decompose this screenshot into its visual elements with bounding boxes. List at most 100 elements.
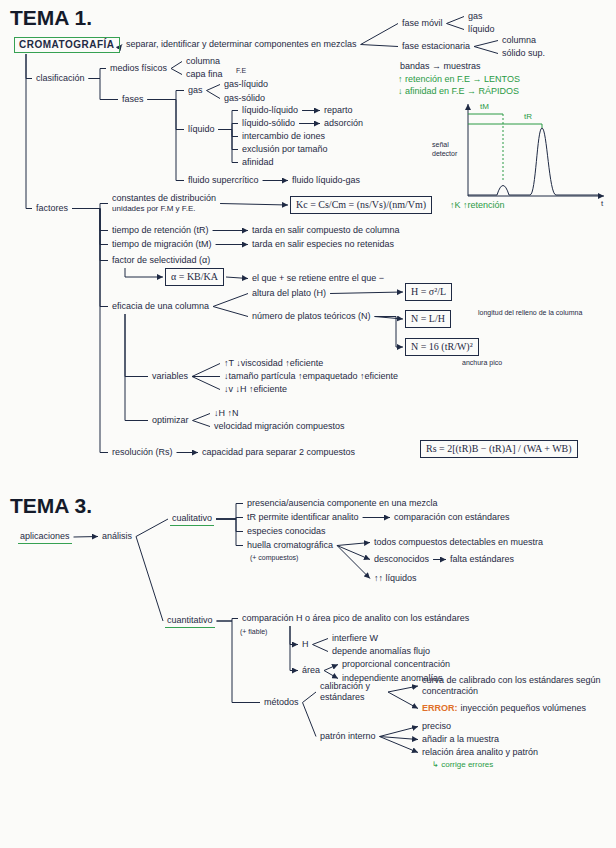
connector [375, 317, 403, 348]
node-text: especies conocidas [247, 526, 326, 536]
connector [148, 91, 184, 100]
node-text: proporcional concentración [342, 659, 450, 669]
connector [125, 314, 148, 377]
concept-text: fase estacionaria [400, 40, 472, 53]
node-text: reparto [324, 105, 353, 115]
node-text: tiempo de migración (tM) [112, 239, 212, 249]
concept-text: optimizar [150, 414, 191, 427]
concept-text: líquido-sólido [240, 117, 297, 130]
connector [26, 54, 32, 209]
x-axis [468, 196, 604, 197]
node-text: líquido-líquido [242, 105, 298, 115]
note: ↑K ↑retención [450, 200, 505, 211]
concept-text: preciso [420, 720, 453, 733]
topic-box: CROMATOGRAFÍA [14, 37, 120, 53]
connector [219, 130, 238, 137]
concept-text: tiempo de retención (tR) [110, 224, 211, 237]
concept-text: sólido sup. [500, 47, 547, 60]
connector [324, 665, 338, 671]
connector [207, 85, 220, 91]
concept-text: intercambio de iones [240, 130, 327, 143]
node-text: gas-líquido [224, 79, 268, 89]
node-text: gas [188, 85, 203, 95]
node-text: fluido supercrítico [188, 175, 259, 185]
node-text: Kc = Cs/Cm = (ns/Vs)/(nm/Vm) [296, 199, 426, 210]
axis-label: tM [480, 102, 489, 112]
node-text: ERROR: [422, 703, 458, 713]
connector [89, 79, 118, 100]
connector [220, 204, 288, 206]
connector [219, 130, 238, 163]
concept-text: patrón interno [318, 730, 378, 743]
y-axis [468, 104, 469, 196]
connector [216, 519, 243, 532]
axis-label: t [601, 199, 603, 209]
node-text: tarda en salir especies no retenidas [252, 239, 394, 249]
concept-text: ↓tamaño partícula ↑empaquetado ↑eficient… [222, 370, 400, 383]
formula-box: Kc = Cs/Cm = (ns/Vs)/(nm/Vm) [290, 196, 432, 214]
note: ↳ corrige errores [432, 760, 493, 770]
concept-text: capa fina [184, 68, 225, 81]
concept-text: líquido [466, 23, 497, 36]
connector [361, 24, 398, 45]
concept-text: afinidad [240, 156, 276, 169]
node-text: eficacia de una columna [112, 301, 209, 311]
connector [337, 543, 370, 546]
concept-text: tarda en salir compuesto de columna [250, 224, 402, 237]
node-text: constantes de distribución [112, 193, 216, 204]
axis-label: tR [524, 112, 532, 122]
node-text: añadir a la muestra [422, 734, 499, 744]
concept-text: velocidad migración compuestos [212, 420, 347, 433]
tm-marker [468, 114, 503, 115]
connector [388, 692, 418, 709]
node-text: inyección pequeños volúmenes [461, 703, 587, 713]
note: longitud del relleno de la columna [478, 308, 583, 317]
concept-text: desconocidos [372, 553, 431, 566]
node-text: comparación H o área pico de analito con… [242, 613, 469, 623]
concept-text: análisis [100, 530, 134, 543]
connector [72, 209, 108, 261]
section-heading: TEMA 1. [10, 6, 92, 30]
node-text: capa fina [186, 69, 223, 79]
node-text: interfiere W [332, 633, 378, 643]
section-heading: TEMA 3. [10, 494, 92, 518]
connector [192, 364, 220, 377]
node-text: tR permite identificar analito [247, 512, 359, 522]
connector [171, 69, 182, 75]
connector [89, 69, 106, 79]
node-text: exclusión por tamaño [242, 144, 328, 154]
concept-text: área [300, 664, 322, 677]
concept-text: proporcional concentración [340, 658, 452, 671]
connector [72, 209, 108, 231]
connector [388, 686, 418, 692]
concept-text: el que + se retiene entre el que − [250, 272, 386, 285]
note: (+ compuestos) [250, 553, 298, 562]
concept-text: adsorción [322, 117, 365, 130]
concept-text: métodos [262, 696, 301, 709]
connector [219, 124, 238, 130]
formula-box: H = σ²/L [405, 283, 452, 301]
concept-text: clasificación [34, 72, 87, 85]
node-text: columna [186, 56, 220, 66]
concept-text: tR permite identificar analito [245, 511, 361, 524]
node-text: falta estándares [450, 554, 514, 564]
connector [302, 110, 320, 111]
note: F.E [236, 66, 246, 75]
node-text: aplicaciones [20, 531, 70, 541]
connector [324, 671, 338, 679]
concept-text: número de platos teóricos (N) [250, 310, 373, 323]
connector [207, 91, 220, 99]
node-text: desconocidos [374, 554, 429, 564]
concept-text: tarda en salir especies no retenidas [250, 238, 396, 251]
node-text: afinidad [242, 157, 274, 167]
concept-text: altura del plato (H) [250, 287, 328, 300]
concept-text: comparación H o área pico de analito con… [240, 612, 471, 625]
connector [193, 414, 210, 421]
concept-text: exclusión por tamaño [240, 143, 330, 156]
concept-text: constantes de distribuciónunidades por F… [110, 192, 218, 215]
concept-text: especies conocidas [245, 525, 328, 538]
concept-text: fase móvil [400, 17, 445, 30]
connector [216, 519, 243, 546]
connector [303, 692, 316, 703]
node-text: cuantitativo [167, 615, 213, 625]
